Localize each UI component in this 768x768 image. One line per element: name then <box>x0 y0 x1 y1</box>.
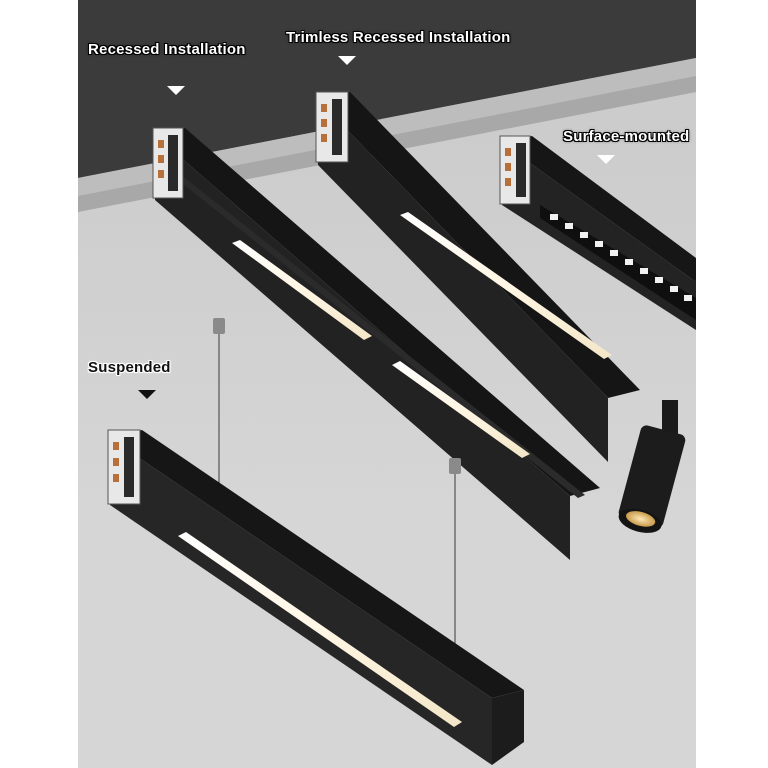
surface-fixture <box>499 135 696 330</box>
pointer-suspended-icon <box>138 390 156 399</box>
suspended-fixture <box>107 429 524 765</box>
label-recessed-installation: Recessed Installation <box>88 41 246 58</box>
pointer-surface-icon <box>597 155 615 164</box>
label-surface-mounted: Surface-mounted <box>563 128 690 145</box>
recessed-fixture <box>152 127 600 560</box>
pointer-recessed-icon <box>167 86 185 95</box>
suspension-cables <box>213 318 461 650</box>
label-suspended: Suspended <box>88 359 171 376</box>
spotlight <box>618 400 686 533</box>
ceiling-dark <box>78 0 696 178</box>
label-trimless-recessed-installation: Trimless Recessed Installation <box>286 29 511 46</box>
trimless-fixture <box>315 91 640 462</box>
pointer-trimless-icon <box>338 56 356 65</box>
